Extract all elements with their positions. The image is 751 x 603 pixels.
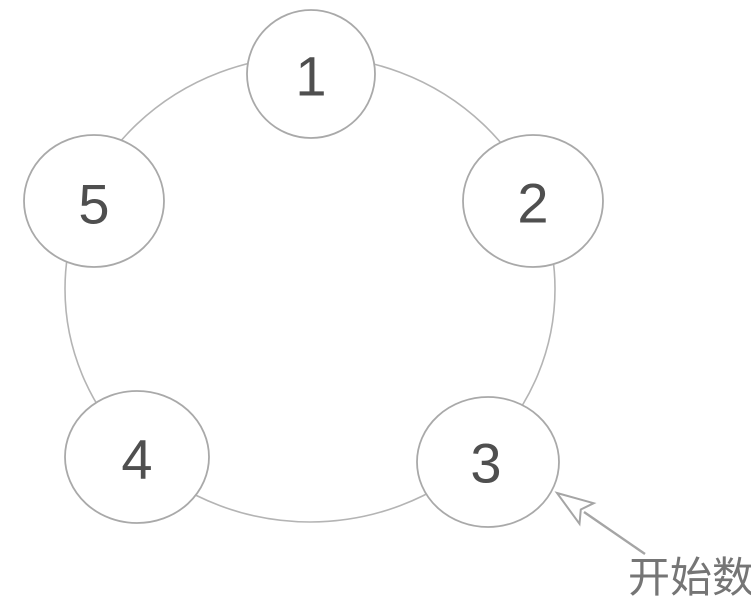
node-1: 1 [246, 9, 376, 139]
node-circle-2 [462, 134, 604, 268]
start-arrow [554, 491, 646, 555]
arrow-head-icon [554, 491, 597, 527]
node-5: 5 [23, 134, 165, 268]
node-circle-5 [23, 134, 165, 268]
start-counting-label: 开始数 [628, 553, 751, 602]
node-4: 4 [64, 390, 210, 524]
node-2: 2 [462, 134, 604, 268]
node-label-3: 3 [470, 432, 501, 495]
node-circle-3 [416, 396, 560, 528]
node-3: 3 [416, 396, 560, 528]
node-label-4: 4 [121, 428, 152, 491]
node-label-2: 2 [517, 172, 548, 235]
node-circle-1 [246, 9, 376, 139]
node-circle-4 [64, 390, 210, 524]
node-label-1: 1 [295, 45, 326, 108]
node-label-5: 5 [78, 173, 109, 236]
arrow-shaft [583, 511, 646, 555]
